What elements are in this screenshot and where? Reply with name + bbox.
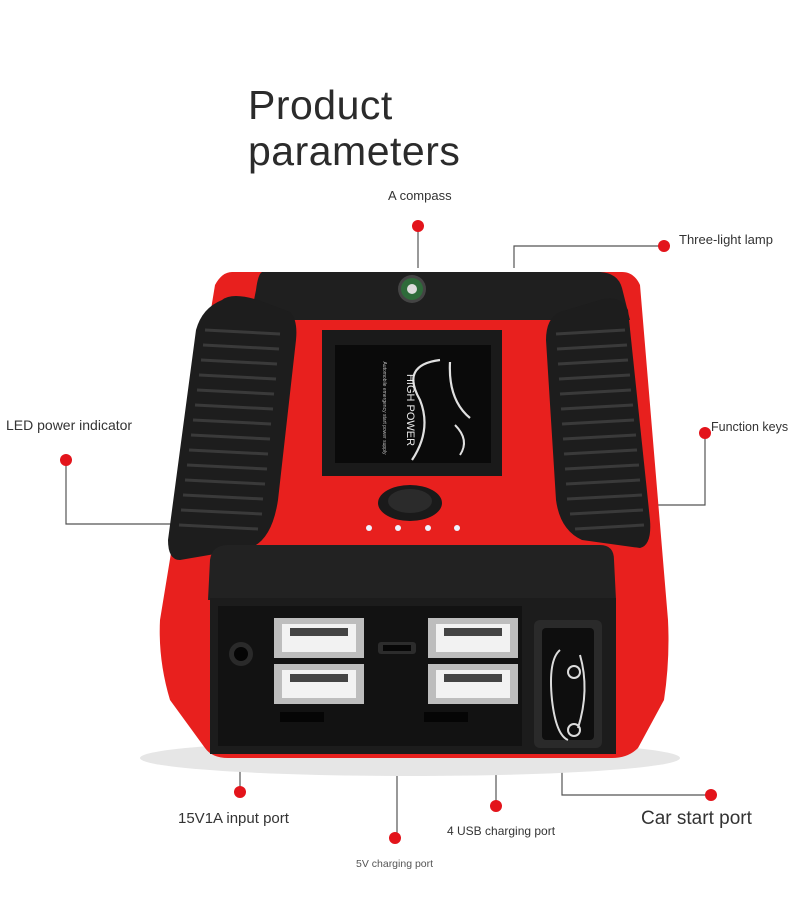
- display-title: HIGH POWER: [404, 374, 416, 446]
- usb-ports-left: [274, 618, 364, 704]
- right-grip: [546, 298, 651, 548]
- top-cap: [250, 272, 630, 320]
- led-indicators: [366, 525, 460, 531]
- power-button: [378, 485, 442, 521]
- title-line-1: Product: [248, 82, 393, 128]
- page-title: Product parameters: [248, 82, 460, 174]
- display-subtitle: Automobile emergency start power supply: [381, 361, 387, 455]
- label-led-power-indicator: LED power indicator: [6, 417, 133, 433]
- car-start-port: [534, 620, 602, 748]
- label-compass: A compass: [388, 188, 452, 203]
- vent-slots: [280, 712, 468, 722]
- label-usb-charging-port: 4 USB charging port: [447, 824, 556, 838]
- left-grip: [168, 296, 297, 560]
- display-panel: [322, 330, 502, 476]
- dc-input-port: [229, 642, 253, 666]
- compass: [398, 275, 426, 303]
- micro-usb-port: [378, 642, 416, 654]
- label-5v-charging-port: 5V charging port: [356, 858, 434, 870]
- label-input-port: 15V1A input port: [178, 810, 289, 827]
- title-line-2: parameters: [248, 128, 461, 174]
- usb-ports-right: [428, 618, 518, 704]
- display-text: HIGH POWER Automobile emergency start po…: [381, 361, 416, 455]
- label-three-light-lamp: Three-light lamp: [679, 232, 773, 247]
- label-function-keys: Function keys: [711, 420, 789, 434]
- label-car-start-port: Car start port: [641, 808, 752, 829]
- power-bank: HIGH POWER Automobile emergency start po…: [140, 272, 680, 776]
- callout-dots: [60, 220, 717, 844]
